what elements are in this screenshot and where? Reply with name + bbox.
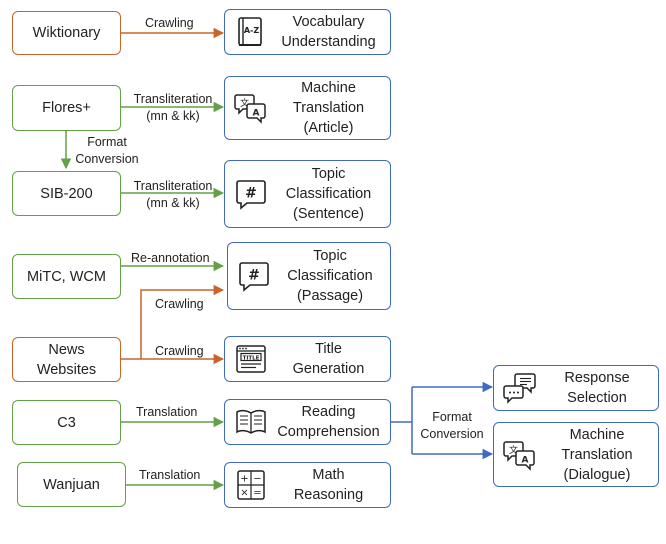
edge-label-translation-wanjuan: Translation bbox=[139, 468, 201, 482]
task-label: Machine Translation (Article) bbox=[292, 80, 365, 136]
svg-text:#: # bbox=[248, 268, 260, 284]
source-c3: C3 bbox=[12, 400, 121, 445]
edge-label-format-conversion-flores: Format Conversion bbox=[75, 135, 139, 166]
task-label: Math Reasoning bbox=[293, 467, 364, 503]
task-label: Reading Comprehension bbox=[277, 404, 380, 440]
source-label: SIB-200 bbox=[40, 185, 93, 202]
svg-text:A: A bbox=[253, 109, 260, 119]
source-mitc-wcm: MiTC, WCM bbox=[12, 254, 121, 299]
source-news-websites: News Websites bbox=[12, 337, 121, 382]
source-label: MiTC, WCM bbox=[27, 268, 106, 285]
svg-text:−: − bbox=[253, 474, 261, 485]
edge-label-crawling-wiktionary: Crawling bbox=[145, 16, 194, 30]
translate-icon: 文 A bbox=[503, 440, 535, 471]
svg-text:A-Z: A-Z bbox=[244, 26, 260, 35]
source-label: News Websites bbox=[36, 341, 97, 378]
svg-text:=: = bbox=[253, 488, 261, 499]
hashtag-chat-icon: # bbox=[236, 180, 266, 210]
task-label: Vocabulary Understanding bbox=[281, 14, 376, 50]
svg-text:A: A bbox=[522, 455, 529, 465]
title-document-icon: TITLE bbox=[236, 345, 266, 373]
task-topic-passage: # Topic Classification (Passage) bbox=[227, 242, 391, 310]
task-reading-comprehension: Reading Comprehension bbox=[224, 399, 391, 445]
edge-label-transliteration-flores: Transliteration (mn & kk) bbox=[133, 92, 213, 123]
source-label: C3 bbox=[57, 414, 76, 431]
source-wanjuan: Wanjuan bbox=[17, 462, 126, 507]
translate-icon: 文 A bbox=[234, 94, 266, 124]
task-topic-sentence: # Topic Classification (Sentence) bbox=[224, 160, 391, 228]
open-book-icon bbox=[236, 409, 266, 434]
source-label: Wiktionary bbox=[32, 25, 101, 41]
task-label: Topic Classification (Sentence) bbox=[285, 166, 372, 222]
edge-label-format-conversion-c3: Format Conversion bbox=[420, 410, 484, 441]
task-label: Response Selection bbox=[564, 370, 630, 406]
task-title-generation: TITLE Title Generation bbox=[224, 336, 391, 382]
svg-text:文: 文 bbox=[240, 97, 249, 109]
source-label: Wanjuan bbox=[43, 476, 100, 493]
edge-label-transliteration-sib: Transliteration (mn & kk) bbox=[133, 179, 213, 210]
source-label: Flores+ bbox=[42, 100, 91, 116]
task-mt-dialogue: 文 A Machine Translation (Dialogue) bbox=[493, 422, 659, 487]
source-sib200: SIB-200 bbox=[12, 171, 121, 216]
task-math-reasoning: + − × = Math Reasoning bbox=[224, 462, 391, 508]
svg-text:#: # bbox=[245, 186, 257, 202]
dictionary-icon: A-Z bbox=[238, 17, 262, 46]
edge-label-reannotation: Re-annotation bbox=[131, 251, 210, 265]
edge-label-crawling-news-passage: Crawling bbox=[155, 297, 204, 311]
svg-text:×: × bbox=[240, 488, 248, 499]
svg-text:文: 文 bbox=[509, 444, 518, 456]
source-flores: Flores+ bbox=[12, 85, 121, 131]
chat-bubbles-icon bbox=[503, 373, 536, 404]
task-label: Title Generation bbox=[292, 341, 365, 377]
task-response-selection: Response Selection bbox=[493, 365, 659, 411]
svg-text:+: + bbox=[240, 474, 248, 485]
hashtag-chat-icon: # bbox=[239, 262, 269, 292]
source-wiktionary: Wiktionary bbox=[12, 11, 121, 55]
edge-label-crawling-news-title: Crawling bbox=[155, 344, 204, 358]
task-vocabulary-understanding: A-Z Vocabulary Understanding bbox=[224, 9, 391, 55]
task-mt-article: 文 A Machine Translation (Article) bbox=[224, 76, 391, 140]
edge-news-topic-passage bbox=[121, 284, 225, 360]
task-label: Topic Classification (Passage) bbox=[287, 248, 373, 304]
task-label: Machine Translation (Dialogue) bbox=[561, 426, 633, 483]
svg-text:TITLE: TITLE bbox=[243, 355, 260, 361]
edge-label-translation-c3: Translation bbox=[136, 405, 198, 419]
calculator-icon: + − × = bbox=[237, 470, 265, 500]
